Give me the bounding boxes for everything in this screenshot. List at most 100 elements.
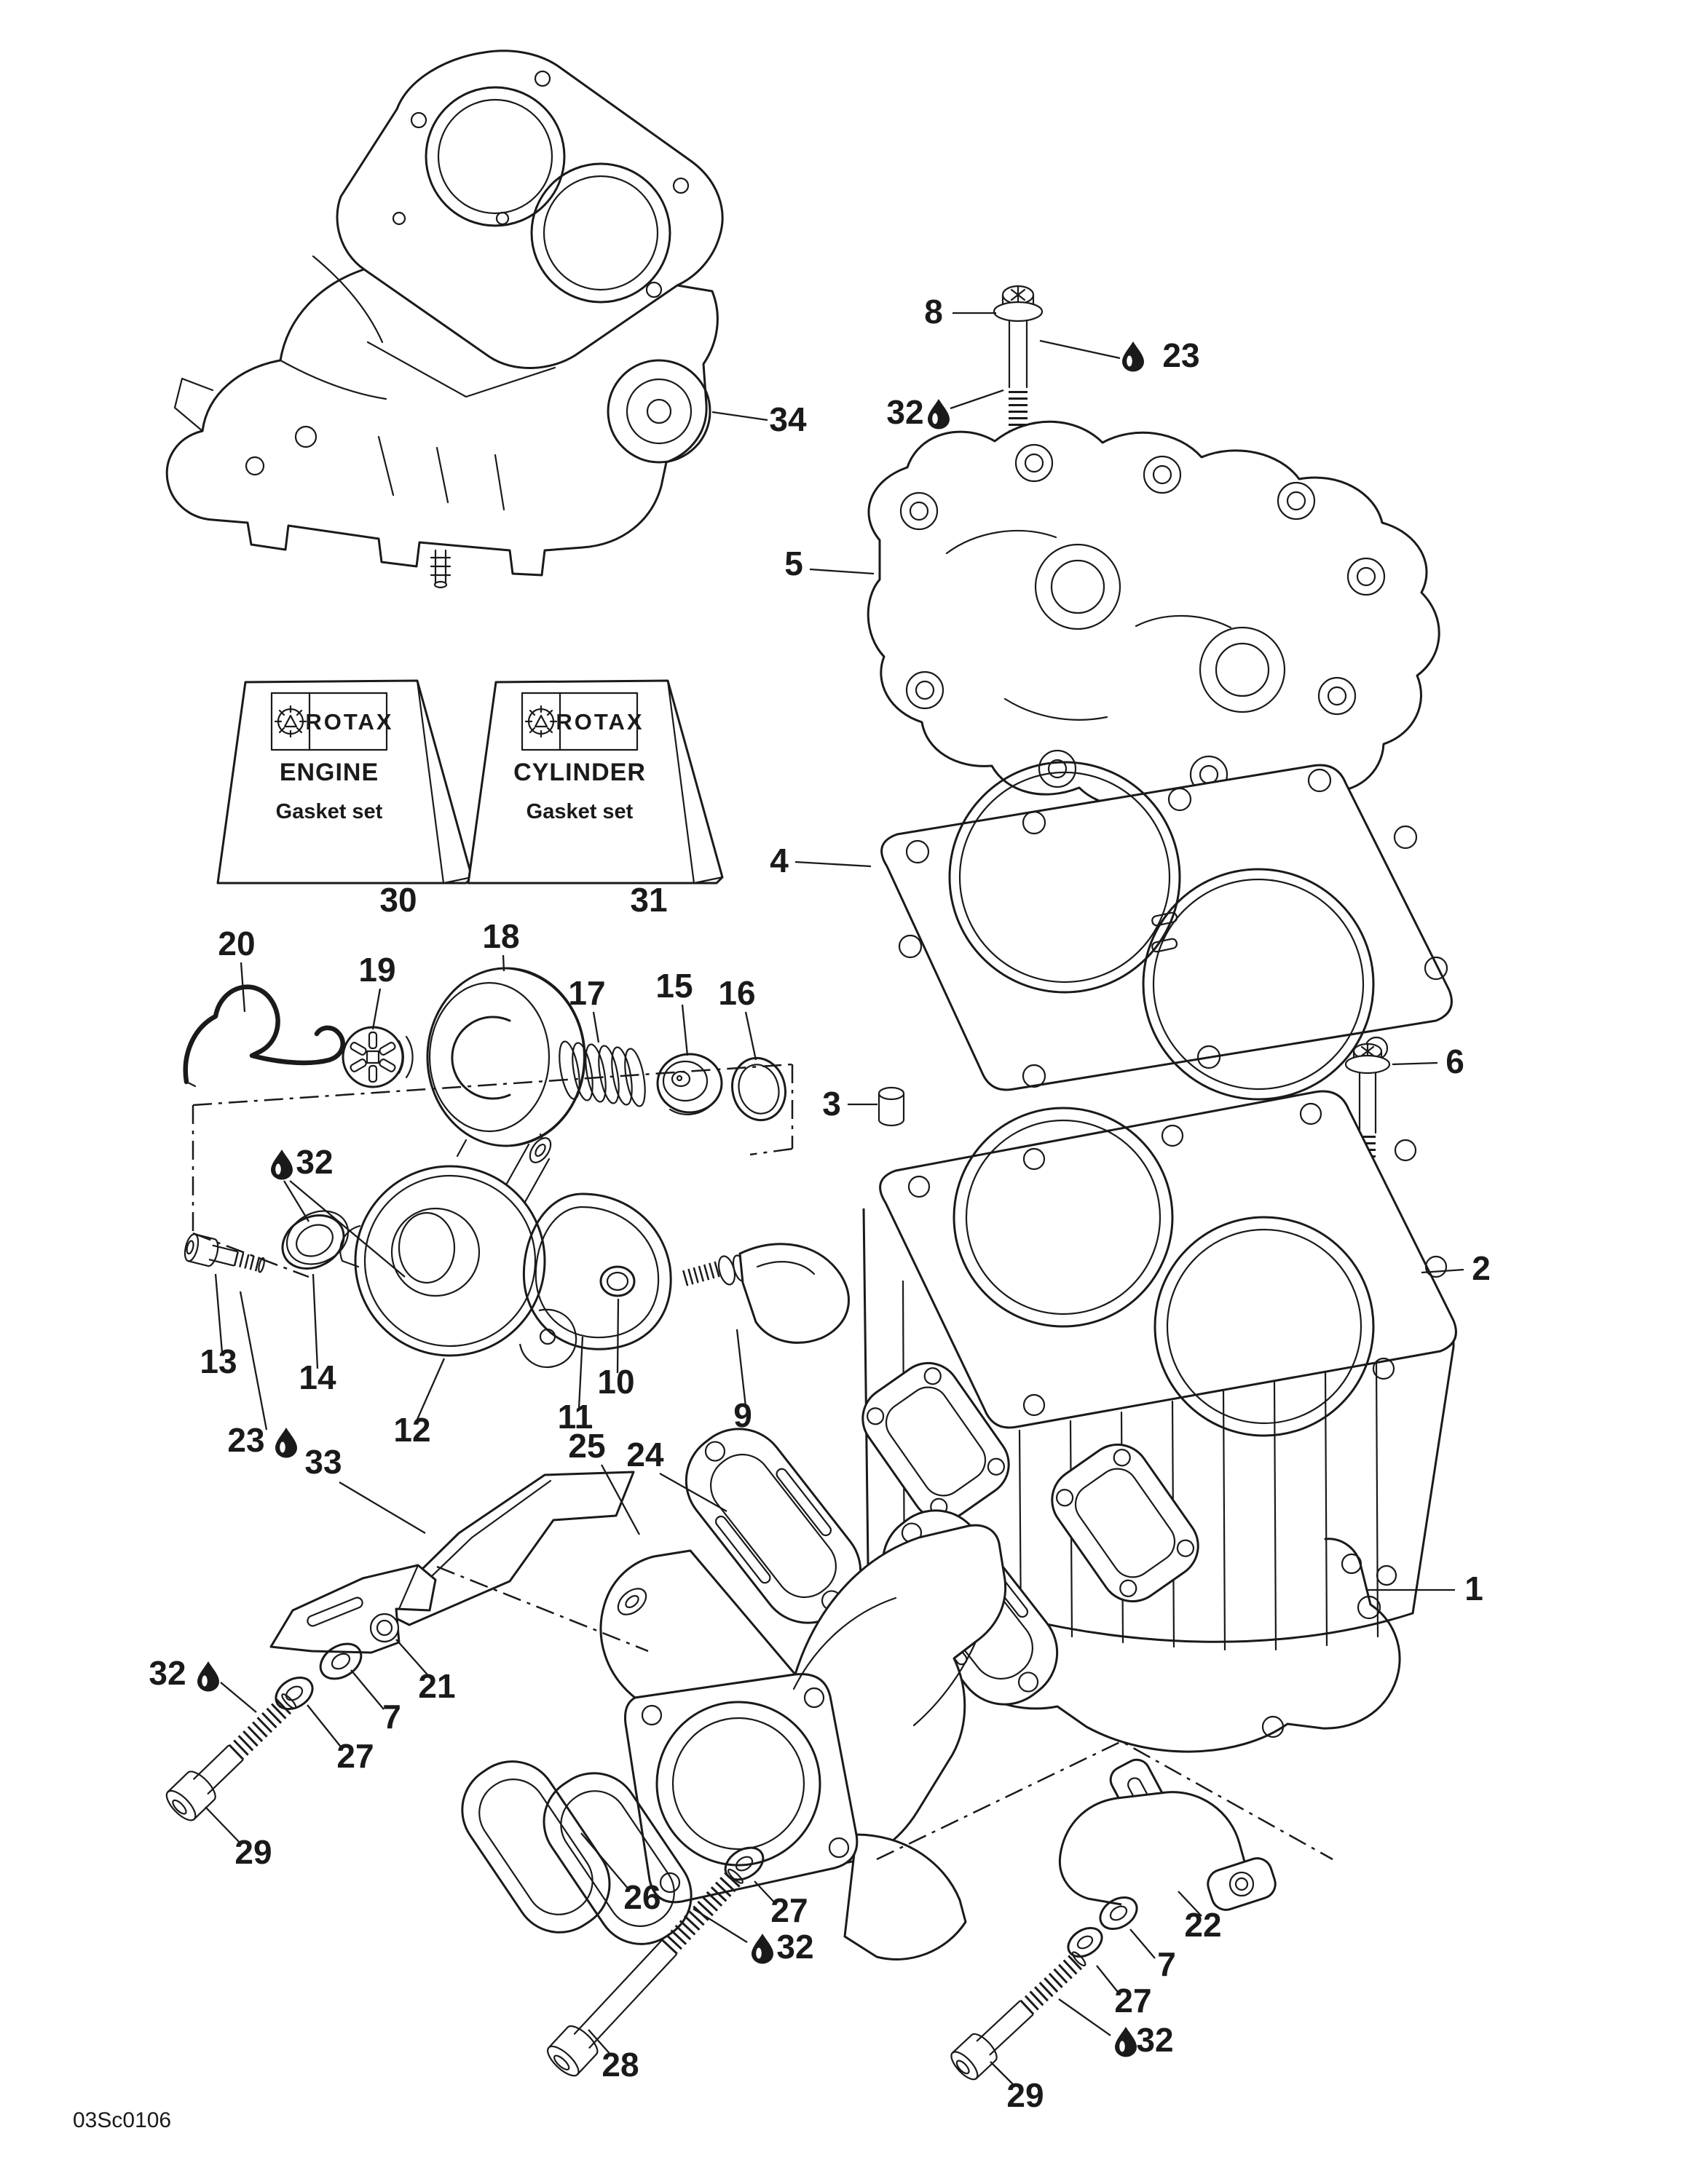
leader-line-5 [809,568,875,575]
leader-line-20 [240,962,246,1013]
exhaust-port-gasket-24-a [685,1428,862,1624]
oil-drop-icon [271,1150,293,1180]
callout-23: 23 [227,1421,264,1459]
callout-34: 34 [769,400,807,438]
thermostat-housing-cover [426,967,586,1158]
leader-line-18 [502,954,505,972]
lock-washer-27-right [1067,1926,1103,1958]
leader-line-27 [307,1704,343,1749]
callout-11: 11 [558,1398,593,1436]
screw-29-right [950,1951,1086,2081]
leader-line-32 [283,1180,309,1222]
cylinder-head-cover [867,420,1440,814]
cylinder-head-gasket [880,761,1453,1101]
bag-subtitle-text: Gasket set [526,800,634,823]
callout-33: 33 [304,1443,342,1481]
callout-17: 17 [568,974,605,1012]
support-bracket-22 [1058,1758,1277,1911]
leader-line-26 [580,1832,630,1891]
callout-27: 27 [336,1737,374,1775]
callout-32: 32 [296,1143,333,1181]
gasket-kit-bag-cylinder: ROTAX CYLINDER Gasket set [467,679,724,885]
leader-line-2 [1421,1268,1464,1274]
callout-24: 24 [626,1436,664,1473]
oil-drop-icon [1115,2027,1137,2057]
leader-line-15 [681,1004,689,1056]
callout-10: 10 [597,1363,634,1401]
callout-6: 6 [1446,1042,1464,1080]
leader-line-24 [659,1472,727,1513]
callout-16: 16 [718,974,755,1012]
gasket-kit-bag-engine: ROTAX ENGINE Gasket set [216,679,473,885]
leader-line-19 [371,988,382,1030]
leader-line-9 [735,1329,747,1407]
callout-31: 31 [630,881,667,919]
leader-line-4 [794,860,872,868]
callout-23: 23 [1162,336,1199,374]
rotary-seal-ring [281,1210,350,1270]
leader-line-23 [1039,339,1121,360]
leader-line-32 [693,1908,748,1943]
leader-line-32 [1058,1998,1111,2036]
thermostat-spring [559,1040,646,1107]
screw-29-left [165,1693,297,1821]
exhaust-manifold [599,1524,1007,1961]
support-bracket-21 [269,1564,437,1654]
water-pump-gasket [522,1192,672,1350]
callout-1: 1 [1464,1570,1483,1607]
callout-30: 30 [379,881,417,919]
callout-8: 8 [924,293,943,331]
callout-32: 32 [149,1654,186,1692]
leader-line-11 [577,1336,584,1409]
leader-line-22 [1178,1891,1202,1917]
leader-line-27 [1096,1965,1121,1995]
callout-27: 27 [770,1891,808,1929]
callout-18: 18 [482,917,519,955]
callout-5: 5 [784,545,803,582]
callout-19: 19 [358,951,395,989]
leader-line-33 [339,1481,426,1534]
leader-line-32 [289,1180,406,1278]
callout-29: 29 [1006,2076,1044,2114]
oil-drop-icon [752,1934,773,1964]
callout-14: 14 [299,1358,336,1396]
thermostat-cap [342,1026,414,1088]
callout-4: 4 [770,842,789,879]
callout-29: 29 [234,1833,272,1871]
callout-3: 3 [822,1085,841,1123]
lock-washer-27-left [275,1676,314,1711]
callout-22: 22 [1184,1906,1221,1944]
callout-15: 15 [655,967,693,1005]
callout-32: 32 [776,1928,813,1966]
callout-13: 13 [200,1342,237,1380]
leader-line-13 [214,1273,224,1353]
leader-line-32 [220,1682,257,1713]
callout-12: 12 [393,1411,430,1449]
water-pump-housing [339,1137,577,1369]
leader-line-29 [990,2061,1016,2087]
callout-28: 28 [602,2046,639,2084]
leader-line-34 [711,411,768,422]
bag-brand-text: ROTAX [556,709,644,735]
engine-assembly [165,50,724,589]
oil-drop-icon [275,1428,297,1458]
callout-32: 32 [1136,2021,1173,2059]
leader-line-12 [415,1358,446,1422]
callout-27: 27 [1114,1982,1151,2019]
thermostat-o-ring [731,1056,786,1122]
leader-line-6 [1392,1061,1438,1066]
leader-line-7 [350,1669,384,1710]
oil-drop-icon [1122,341,1144,372]
callout-20: 20 [218,925,255,962]
thermostat [656,1053,723,1116]
leader-line-23 [239,1291,268,1431]
callout-2: 2 [1472,1249,1491,1287]
leader-line-17 [592,1011,600,1043]
flat-washer-7-left [319,1642,363,1680]
bleed-fitting-9 [682,1243,850,1344]
leader-line-7 [1129,1928,1156,1959]
bag-title-text: CYLINDER [513,759,646,786]
callout-7: 7 [382,1698,401,1736]
